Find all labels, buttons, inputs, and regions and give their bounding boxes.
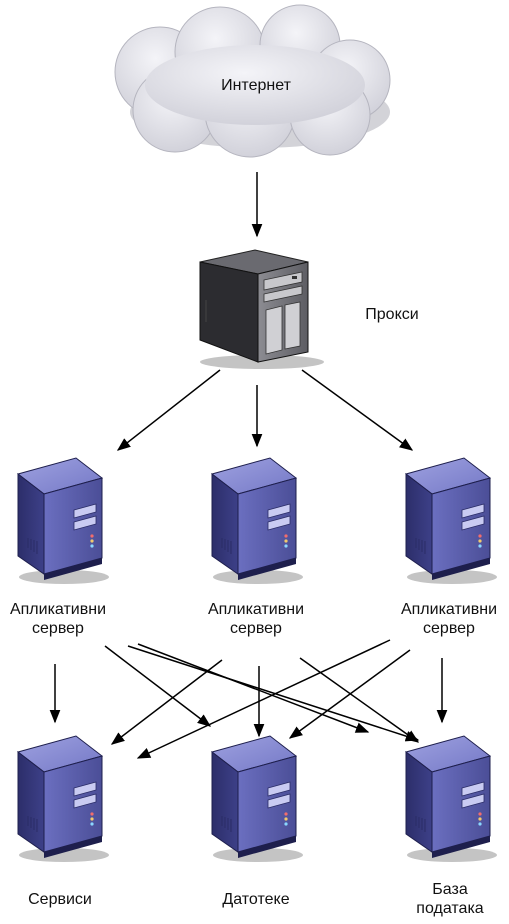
database-server-icon <box>405 735 498 863</box>
arrow-app1-to-database-b <box>137 643 370 733</box>
files-label: Датотеке <box>206 890 306 909</box>
arrow-app1-to-files <box>104 645 212 727</box>
proxy-label: Прокси <box>365 306 419 323</box>
app-server-label-2-line2: сервер <box>230 620 282 637</box>
database-label-line2: података <box>416 900 484 917</box>
app-server-label-2-line1: Апликативни <box>207 601 305 618</box>
internet-cloud <box>114 4 391 158</box>
arrow-proxy-to-app-3 <box>301 369 414 451</box>
app-server-label-2: Апликативни сервер <box>196 600 316 638</box>
arrow-proxy-to-app-1 <box>116 369 221 451</box>
arrow-app1-to-database <box>127 645 420 742</box>
app-server-label-3-line1: Апликативни <box>400 601 498 618</box>
services-label: Сервиси <box>10 890 110 909</box>
app-server-icon-1 <box>17 457 110 585</box>
services-label-line1: Сервиси <box>28 891 92 908</box>
database-label: База података <box>400 880 500 918</box>
app-server-label-3: Апликативни сервер <box>390 600 508 638</box>
arrow-app2-to-database <box>299 657 420 743</box>
arrow-app3-to-files <box>288 649 411 739</box>
connector-arrows <box>49 172 448 759</box>
files-label-line1: Датотеке <box>222 891 290 908</box>
arrow-app2-to-services <box>110 659 223 745</box>
proxy-server-icon <box>199 249 324 369</box>
app-server-label-1: Апликативни сервер <box>0 600 116 638</box>
database-label-line1: База <box>432 881 468 898</box>
app-server-label-1-line1: Апликативни <box>9 601 107 618</box>
internet-label: Интернет <box>221 77 291 94</box>
files-server-icon <box>211 735 304 863</box>
app-server-icon-3 <box>405 457 498 585</box>
arrow-app3-to-services <box>136 639 391 759</box>
app-server-label-3-line2: сервер <box>423 620 475 637</box>
services-server-icon <box>17 735 110 863</box>
app-server-icon-2 <box>211 457 304 585</box>
app-server-label-1-line2: сервер <box>32 620 84 637</box>
